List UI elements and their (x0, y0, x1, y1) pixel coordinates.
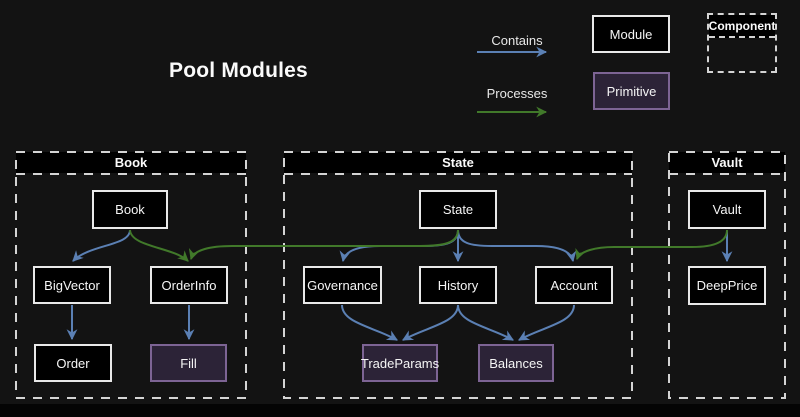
edge-book-bigvector (72, 229, 131, 262)
node-book-label: Book (115, 202, 145, 217)
container-vault-title: Vault (711, 155, 743, 170)
node-account-label: Account (550, 277, 598, 293)
node-orderinfo: OrderInfo (150, 266, 228, 304)
container-book-titlebar: Book (16, 152, 246, 173)
node-history-label: History (437, 277, 479, 293)
container-vault-titlebar: Vault (669, 152, 785, 173)
node-order: Order (34, 344, 112, 382)
page-title: Pool Modules (169, 59, 308, 82)
node-state-label: State (442, 202, 474, 217)
edge-state-account (457, 229, 577, 263)
bottom-band (0, 404, 800, 417)
node-governance: Governance (303, 266, 382, 304)
edge-state-orderinfo (188, 229, 459, 261)
node-balances-label: Balances (489, 355, 543, 371)
legend-processes-label: Processes (486, 86, 548, 101)
legend-module-label: Module (609, 26, 653, 42)
node-tradeparams-label: TradeParams (360, 355, 440, 371)
node-book: Book (92, 190, 168, 229)
node-fill-label: Fill (180, 355, 197, 371)
node-deepprice: DeepPrice (688, 266, 766, 305)
legend-primitive-swatch: Primitive (593, 72, 670, 110)
node-bigvector-label: BigVector (44, 277, 100, 293)
edge-governance-tradeparams (341, 304, 398, 341)
edge-vault-account (575, 229, 728, 261)
node-deepprice-label: DeepPrice (696, 278, 758, 293)
node-governance-label: Governance (307, 277, 378, 293)
edge-history-tradeparams (402, 304, 459, 341)
node-vault: Vault (688, 190, 766, 229)
legend-component-label: Component (709, 15, 775, 38)
node-vault-label: Vault (712, 202, 742, 217)
container-state-title: State (442, 155, 474, 170)
edge-history-balances (457, 304, 514, 341)
container-book-title: Book (114, 155, 148, 170)
legend-component-swatch: Component (707, 13, 777, 73)
edge-book-orderinfo (129, 229, 189, 262)
edge-account-balances (518, 304, 575, 341)
legend-contains-label: Contains (491, 33, 543, 48)
legend-primitive-label: Primitive (606, 83, 657, 99)
node-fill: Fill (150, 344, 227, 382)
container-state-titlebar: State (284, 152, 632, 173)
node-account: Account (535, 266, 613, 304)
node-tradeparams: TradeParams (360, 344, 440, 382)
node-orderinfo-label: OrderInfo (161, 277, 217, 293)
edge-state-governance (339, 229, 459, 263)
node-balances: Balances (478, 344, 554, 382)
node-state: State (419, 190, 497, 229)
node-bigvector: BigVector (33, 266, 111, 304)
node-order-label: Order (56, 355, 90, 371)
node-history: History (419, 266, 497, 304)
legend-module-swatch: Module (592, 15, 670, 53)
